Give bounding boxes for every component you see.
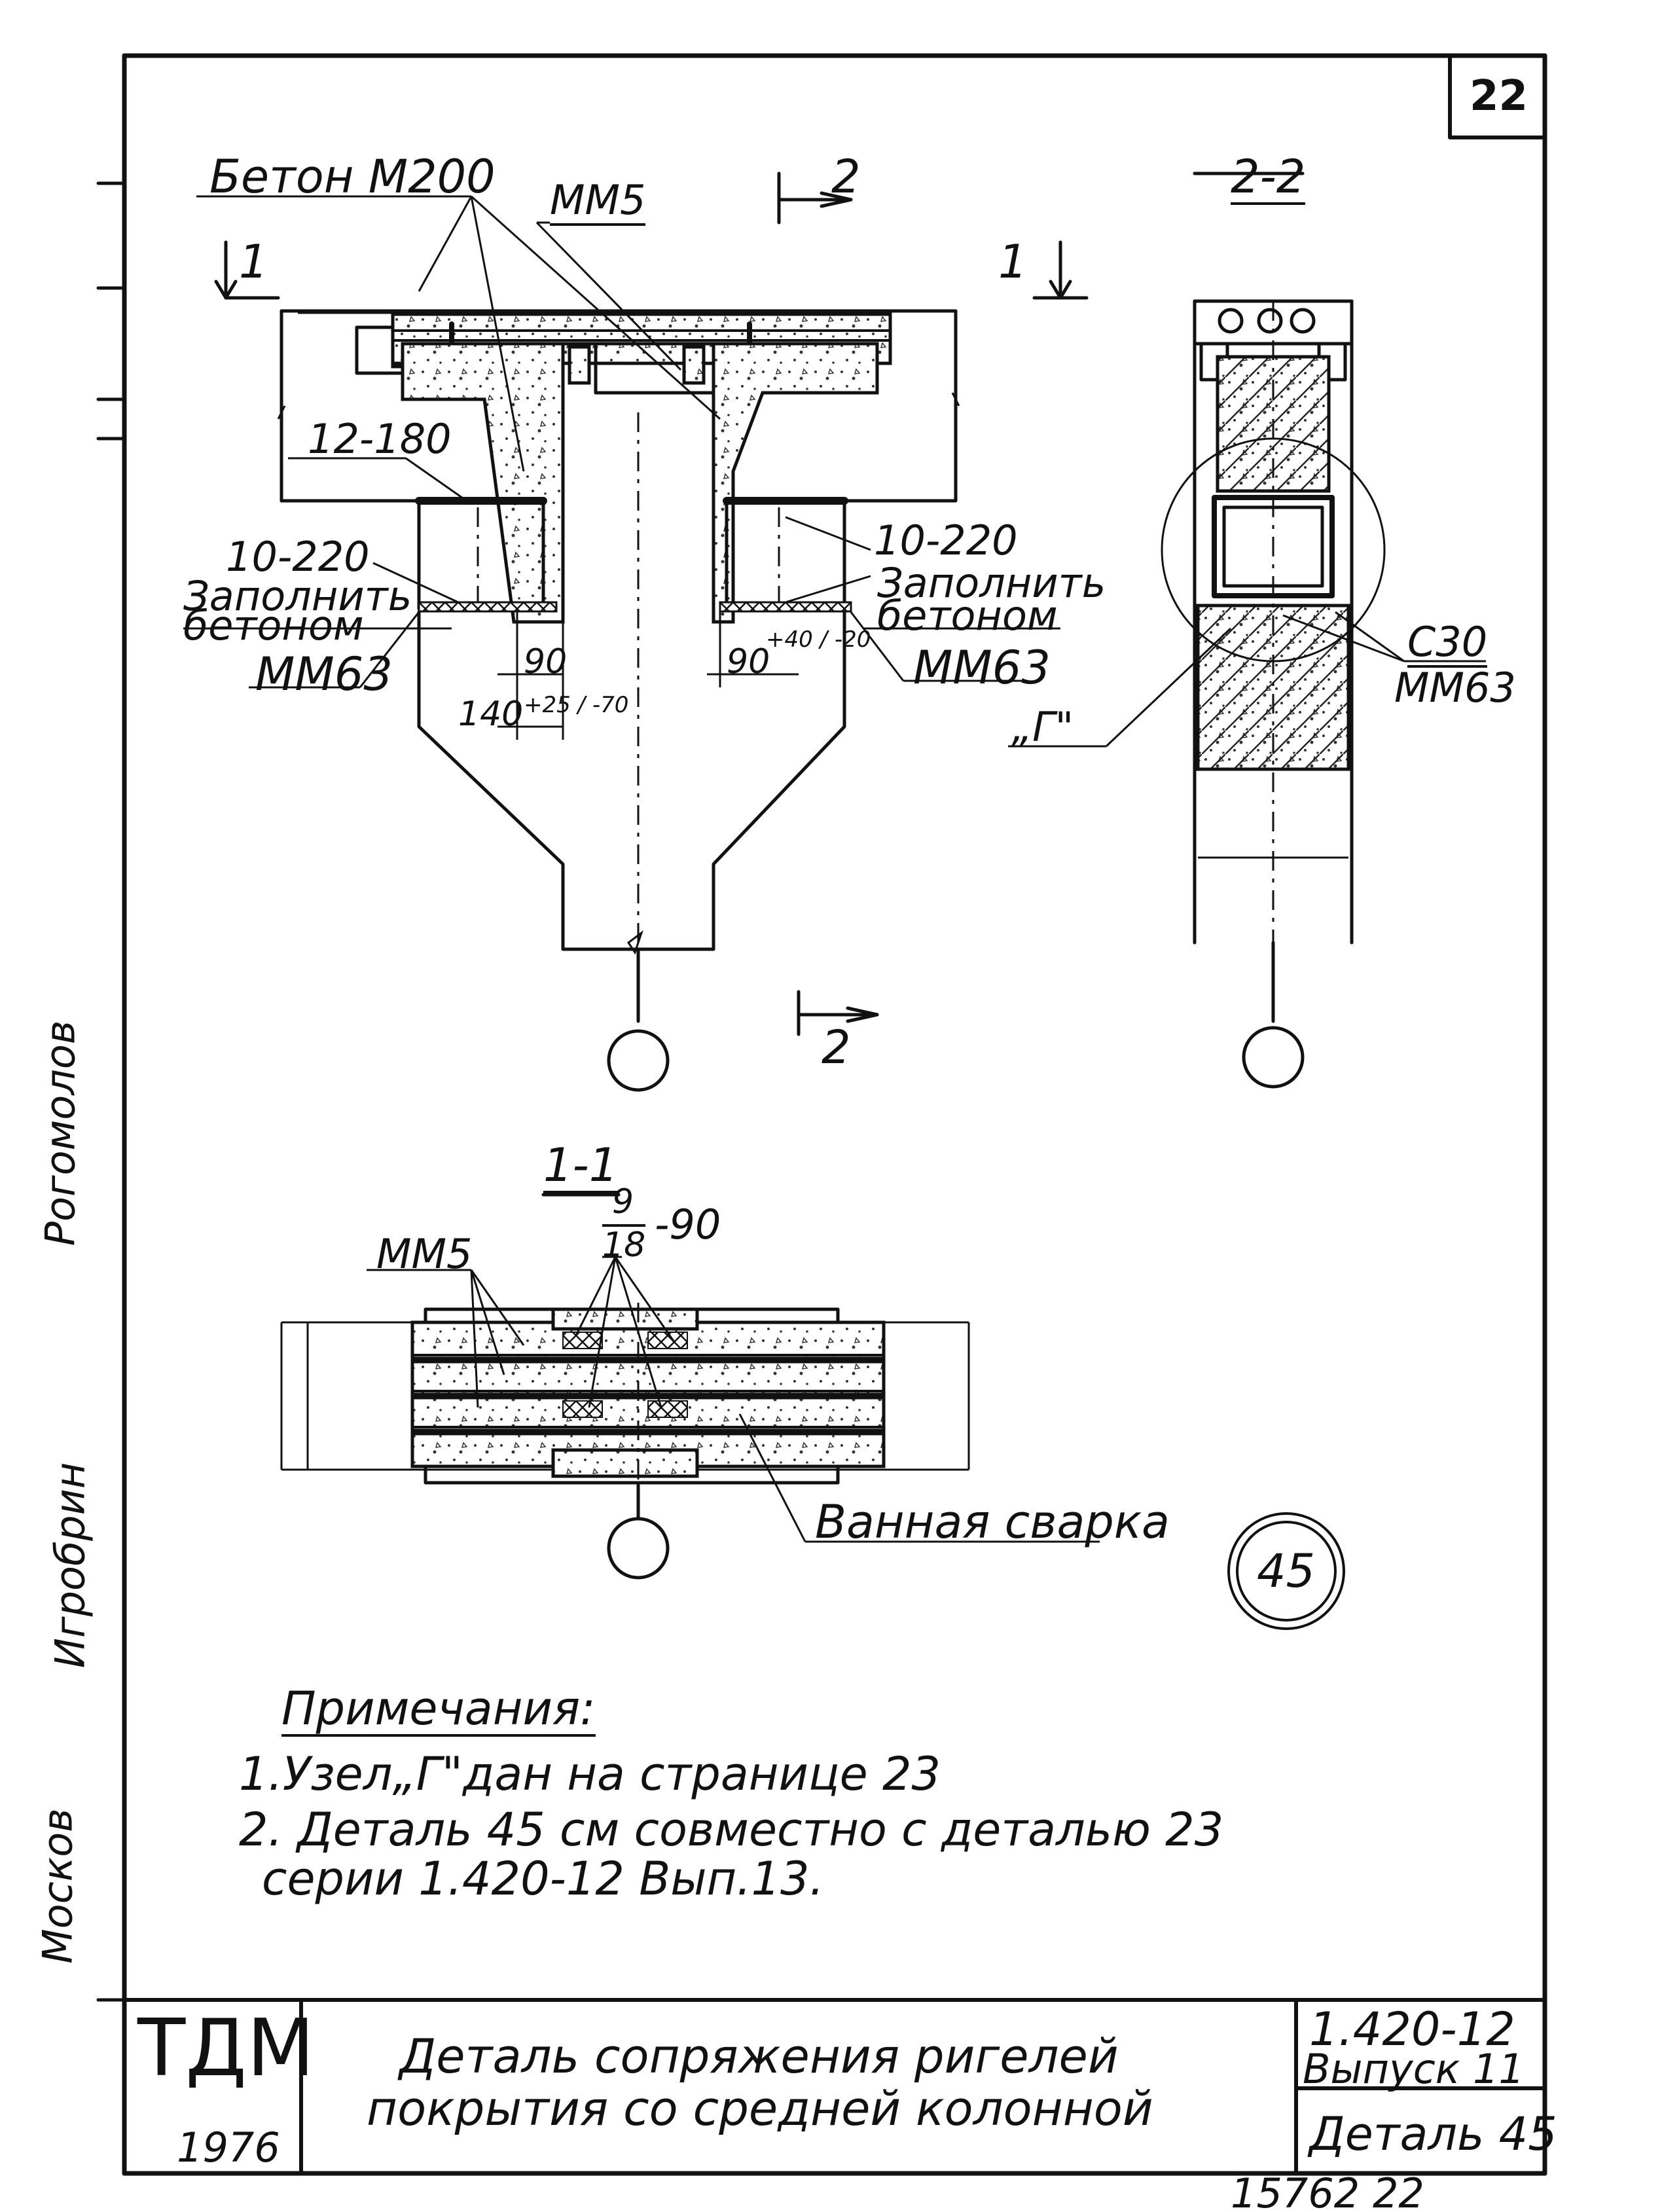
note-line-3: серии 1.420-12 Вып.13. xyxy=(262,1852,824,1906)
section-mark-2-bottom: 2 xyxy=(822,1021,851,1074)
detail-number-circle: 45 xyxy=(1257,1544,1316,1598)
dim-tolerance-left: +25 / -70 xyxy=(524,692,629,718)
dim-90-left: 90 xyxy=(524,642,568,681)
note-line-2: 2. Деталь 45 см совместно с деталью 23 xyxy=(239,1803,1224,1857)
mm5-plan-label: ММ5 xyxy=(376,1230,473,1278)
section-mark-1-right: 1 xyxy=(998,235,1028,289)
node-g-label: „Г" xyxy=(1011,703,1074,751)
mm63-left: ММ63 xyxy=(255,647,393,701)
section-mark-2-top: 2 xyxy=(831,150,861,204)
title-line-2: покрытия со средней колонной xyxy=(367,2081,1153,2136)
fill-concrete-right-1: Заполнить xyxy=(877,559,1106,607)
side-stamp-2: Игробрин xyxy=(46,1462,94,1669)
notes-title: Примечания: xyxy=(281,1682,596,1737)
c30-label: С30 xyxy=(1407,622,1488,668)
section-1-1-title: 1-1 xyxy=(543,1138,619,1193)
sheet-frame xyxy=(96,53,1547,2176)
dim-90-right: 90 xyxy=(727,642,770,681)
dim-tolerance-right: +40 / -20 xyxy=(766,626,871,653)
spacing-10-220-left: 10-220 xyxy=(226,533,370,581)
side-stamp-1: Москов xyxy=(33,1808,82,1964)
section-mark-1-left: 1 xyxy=(239,235,268,289)
issue-number: Выпуск 11 xyxy=(1303,2045,1525,2093)
section-2-2-title: 2-2 xyxy=(1231,150,1306,205)
elevation-view xyxy=(183,172,1089,1092)
title-line-1: Деталь сопряжения ригелей xyxy=(399,2029,1119,2084)
detail-label: Деталь 45 xyxy=(1309,2107,1557,2161)
series-number: 1.420-12 xyxy=(1309,2003,1515,2056)
year: 1976 xyxy=(177,2124,280,2171)
dim-140: 140 xyxy=(458,695,524,734)
fill-concrete-left-2: бетоном xyxy=(183,602,364,649)
section-2-2 xyxy=(1008,172,1486,1089)
mm63-right: ММ63 xyxy=(913,641,1051,695)
spacing-10-220-right: 10-220 xyxy=(874,517,1018,564)
fraction-denominator: 18 xyxy=(602,1224,646,1265)
fraction-tail: -90 xyxy=(655,1201,721,1248)
mm63-section-label: ММ63 xyxy=(1394,664,1516,712)
mm5-top-label: ММ5 xyxy=(550,180,646,226)
section-1-1 xyxy=(280,1193,1345,1630)
page-number: 22 xyxy=(1470,72,1528,120)
org-logo: ТДМ xyxy=(137,2003,315,2094)
sheet-code: 15762 22 xyxy=(1231,2169,1424,2212)
concrete-grade-label: Бетон М200 xyxy=(209,150,496,204)
bath-welding-label: Ванная сварка xyxy=(815,1495,1170,1549)
fraction-numerator: 9 xyxy=(612,1182,634,1222)
fill-concrete-left-1: Заполнить xyxy=(183,572,412,620)
note-line-1: 1.Узел„Г"дан на странице 23 xyxy=(239,1747,941,1801)
spacing-12-180: 12-180 xyxy=(308,415,452,463)
fill-concrete-right-2: бетоном xyxy=(877,592,1058,640)
title-block xyxy=(122,1998,1547,2175)
side-stamp-3: Рогомолов xyxy=(36,1020,84,1246)
